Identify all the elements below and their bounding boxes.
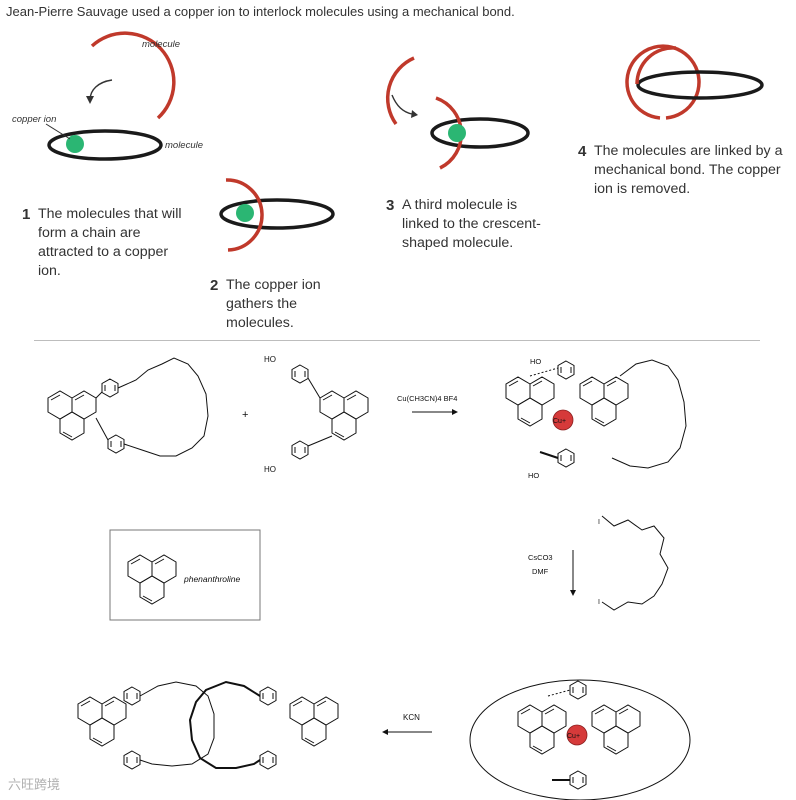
arrow-head-1 [86,96,94,104]
copper-ion-pointer [45,123,71,140]
page-title: Jean-Pierre Sauvage used a copper ion to… [6,4,515,19]
phen-cat-right [289,696,339,747]
iodine-top: I [598,519,600,526]
phenanthroline-label: phenanthroline [183,574,241,584]
label-molecule-ring: molecule [165,140,203,151]
polyether-chain [601,515,669,611]
arrow-head-r1 [452,409,458,415]
step-1-caption: 1 The molecules that will form a chain a… [22,205,187,281]
step2-graphic [219,178,335,252]
phenyl-cat-r-top [259,686,277,706]
step-2-caption: 2 The copper ion gathers the molecules. [210,276,350,333]
phenyl-cat-r-bottom [259,750,277,770]
synthesis-scheme: + HO HO Cu(CH3CN)4 BF4 Cu+ HO HO phenant… [47,355,691,800]
reagent-3: KCN [403,713,420,722]
ring-molecule-3 [430,117,530,149]
ho-label-b-top: HO [264,355,276,364]
step-3-number: 3 [386,197,395,214]
step-4-text: The molecules are linked by a mechanical… [594,143,783,197]
section-divider [34,340,760,341]
step-1-number: 1 [22,206,31,223]
arrow-head-r2 [570,590,576,596]
label-molecule-top: molecule [142,39,180,50]
reagent-2-line-1: CsCO3 [528,553,553,562]
step3-graphic [385,56,530,170]
phen-c2-left [517,704,567,755]
phenyl-a-top [101,378,119,398]
phenyl-cat-l-bottom [123,750,141,770]
ho-label-c1-top: HO [530,357,541,366]
copper-ion-3 [448,124,466,142]
step-3-caption: 3 A third molecule is linked to the cres… [386,196,546,253]
phenyl-c2-top [569,680,587,700]
phenanthroline-structure [127,554,177,605]
step-2-number: 2 [210,277,219,294]
ho-label-c1-bottom: HO [528,471,539,480]
linked-red-ring [625,44,701,120]
reagent-2-line-2: DMF [532,567,549,576]
copper-complex-1 [505,359,687,469]
cu-label-2: Cu+ [567,733,580,740]
step-4-number: 4 [578,143,587,160]
arrow-head-r3 [382,729,388,735]
step-1-text: The molecules that will form a chain are… [38,206,182,279]
watermark: 六旺跨境 [8,777,61,792]
copper-ion-1 [66,135,84,153]
curved-arrow-3 [391,94,413,115]
interlock-cartoon: molecule copper ion molecule [12,31,764,252]
phen-c1-left [505,376,555,427]
phenol-c1-top [557,360,575,380]
macro-ring-outer [469,679,691,800]
copper-complex-2 [469,679,691,800]
phen-cat-left [77,696,127,747]
cu-sphere-1 [552,409,574,431]
phenyl-cat-l-top [123,686,141,706]
phen-b [319,390,369,441]
phen-a [47,390,97,441]
linked-black-ring [636,70,764,100]
step4-graphic [625,44,764,120]
label-copper-ion: copper ion [12,114,56,125]
crescent-molecule-1 [90,31,176,120]
catenane [77,680,339,770]
diphenol-b [291,364,369,460]
cu-label-1: Cu+ [553,418,566,425]
linked-red-ring-front [635,46,677,85]
step-2-text: The copper ion gathers the molecules. [226,277,321,331]
phenol-c1-bottom [557,448,575,468]
ring-molecule-2 [219,198,335,230]
macrocycle-a [47,357,209,457]
arrow-head-3 [411,110,418,118]
iodine-bottom: I [598,599,600,606]
step1-graphic: molecule copper ion molecule [12,31,203,161]
plus-sign: + [242,409,248,421]
phen-c2-right [591,704,641,755]
phenol-b-top [291,364,309,384]
copper-ion-2 [236,204,254,222]
phenanthroline-box [109,529,261,621]
step-4-caption: 4 The molecules are linked by a mechanic… [578,142,790,199]
crescent-molecule-2 [225,178,264,252]
ring-molecule-1 [47,129,163,161]
step-3-text: A third molecule is linked to the cresce… [402,197,541,251]
phenyl-a-bottom [107,434,125,454]
phenol-b-bottom [291,440,309,460]
cu-sphere-2 [566,724,588,746]
reagent-1: Cu(CH3CN)4 BF4 [397,394,457,403]
third-molecule [385,56,415,126]
phen-c1-right [579,376,629,427]
ho-label-b-bottom: HO [264,465,276,474]
